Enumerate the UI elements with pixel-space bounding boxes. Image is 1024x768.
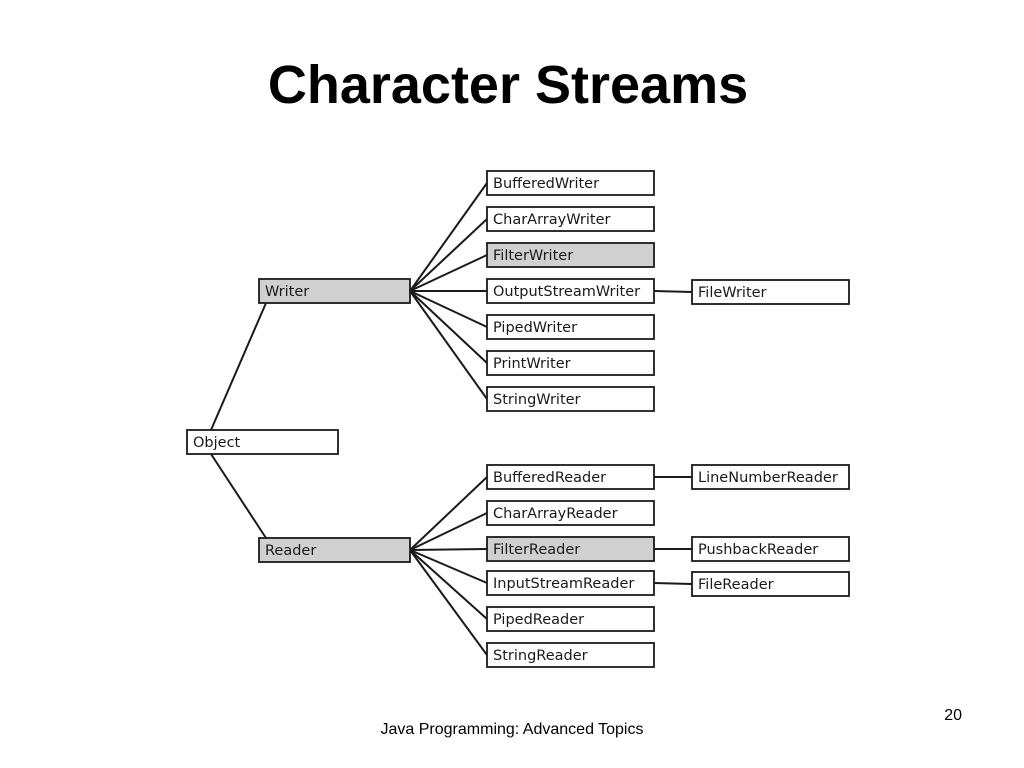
class-box-file-writer bbox=[691, 279, 850, 305]
class-label-object: Object bbox=[193, 435, 241, 451]
slide-footer: Java Programming: Advanced Topics bbox=[380, 721, 644, 738]
class-label-input-stream-reader: InputStreamReader bbox=[493, 576, 634, 592]
class-box-string-writer bbox=[486, 386, 655, 412]
edge-output-stream-writer-to-file-writer bbox=[653, 290, 693, 293]
edge-writer-to-buffered-writer bbox=[409, 182, 488, 292]
class-box-filter-writer bbox=[486, 242, 655, 268]
class-node-file-writer: FileWriter bbox=[691, 279, 850, 305]
edge-writer-to-print-writer bbox=[409, 290, 488, 364]
class-label-pushback-reader: PushbackReader bbox=[698, 542, 818, 558]
class-label-buffered-writer: BufferedWriter bbox=[493, 176, 599, 192]
class-node-piped-reader: PipedReader bbox=[486, 606, 655, 632]
class-node-output-stream-writer: OutputStreamWriter bbox=[486, 278, 655, 304]
edge-object-to-reader bbox=[210, 453, 267, 539]
class-node-filter-reader: FilterReader bbox=[486, 536, 655, 562]
class-node-pushback-reader: PushbackReader bbox=[691, 536, 850, 562]
class-node-filter-writer: FilterWriter bbox=[486, 242, 655, 268]
class-node-buffered-reader: BufferedReader bbox=[486, 464, 655, 490]
class-box-line-number-reader bbox=[691, 464, 850, 490]
class-box-piped-reader bbox=[486, 606, 655, 632]
class-box-piped-writer bbox=[486, 314, 655, 340]
class-node-print-writer: PrintWriter bbox=[486, 350, 655, 376]
edge-reader-to-string-reader bbox=[409, 549, 488, 656]
class-label-file-reader: FileReader bbox=[698, 577, 774, 593]
class-label-output-stream-writer: OutputStreamWriter bbox=[493, 284, 640, 300]
class-label-line-number-reader: LineNumberReader bbox=[698, 470, 838, 486]
class-label-piped-writer: PipedWriter bbox=[493, 320, 577, 336]
class-node-piped-writer: PipedWriter bbox=[486, 314, 655, 340]
class-box-buffered-reader bbox=[486, 464, 655, 490]
class-label-char-array-reader: CharArrayReader bbox=[493, 506, 618, 522]
class-label-piped-reader: PipedReader bbox=[493, 612, 584, 628]
class-node-string-writer: StringWriter bbox=[486, 386, 655, 412]
edge-writer-to-piped-writer bbox=[409, 290, 488, 328]
edge-writer-to-filter-writer bbox=[409, 254, 488, 292]
edge-input-stream-reader-to-file-reader bbox=[653, 582, 693, 585]
edge-reader-to-filter-reader bbox=[409, 548, 488, 551]
class-label-string-reader: StringReader bbox=[493, 648, 588, 664]
class-box-buffered-writer bbox=[486, 170, 655, 196]
class-label-print-writer: PrintWriter bbox=[493, 356, 571, 372]
class-box-char-array-reader bbox=[486, 500, 655, 526]
edge-reader-to-input-stream-reader bbox=[409, 549, 488, 584]
edge-writer-to-string-writer bbox=[409, 290, 488, 400]
edge-reader-to-piped-reader bbox=[409, 549, 488, 620]
class-box-string-reader bbox=[486, 642, 655, 668]
class-label-file-writer: FileWriter bbox=[698, 285, 767, 301]
class-node-buffered-writer: BufferedWriter bbox=[486, 170, 655, 196]
class-box-char-array-writer bbox=[486, 206, 655, 232]
class-label-filter-writer: FilterWriter bbox=[493, 248, 573, 264]
class-node-char-array-reader: CharArrayReader bbox=[486, 500, 655, 526]
class-node-string-reader: StringReader bbox=[486, 642, 655, 668]
class-box-filter-reader bbox=[486, 536, 655, 562]
class-box-reader bbox=[258, 537, 411, 563]
class-label-writer: Writer bbox=[265, 284, 309, 300]
edge-writer-to-char-array-writer bbox=[409, 218, 488, 292]
class-box-output-stream-writer bbox=[486, 278, 655, 304]
class-label-string-writer: StringWriter bbox=[493, 392, 581, 408]
class-node-char-array-writer: CharArrayWriter bbox=[486, 206, 655, 232]
class-label-buffered-reader: BufferedReader bbox=[493, 470, 606, 486]
slide-title: Character Streams bbox=[267, 55, 749, 115]
edge-object-to-writer bbox=[210, 302, 267, 431]
edge-reader-to-char-array-reader bbox=[409, 512, 488, 551]
class-node-object: Object bbox=[186, 429, 339, 455]
class-box-pushback-reader bbox=[691, 536, 850, 562]
class-box-object bbox=[186, 429, 339, 455]
class-box-input-stream-reader bbox=[486, 570, 655, 596]
class-node-file-reader: FileReader bbox=[691, 571, 850, 597]
class-node-line-number-reader: LineNumberReader bbox=[691, 464, 850, 490]
page-number: 20 bbox=[944, 707, 962, 724]
edge-reader-to-buffered-reader bbox=[409, 476, 488, 551]
class-box-writer bbox=[258, 278, 411, 304]
class-node-writer: Writer bbox=[258, 278, 411, 304]
class-node-input-stream-reader: InputStreamReader bbox=[486, 570, 655, 596]
class-label-char-array-writer: CharArrayWriter bbox=[493, 212, 610, 228]
class-node-reader: Reader bbox=[258, 537, 411, 563]
class-box-file-reader bbox=[691, 571, 850, 597]
class-label-reader: Reader bbox=[265, 543, 316, 559]
class-label-filter-reader: FilterReader bbox=[493, 542, 580, 558]
class-box-print-writer bbox=[486, 350, 655, 376]
edge-layer bbox=[210, 182, 693, 656]
